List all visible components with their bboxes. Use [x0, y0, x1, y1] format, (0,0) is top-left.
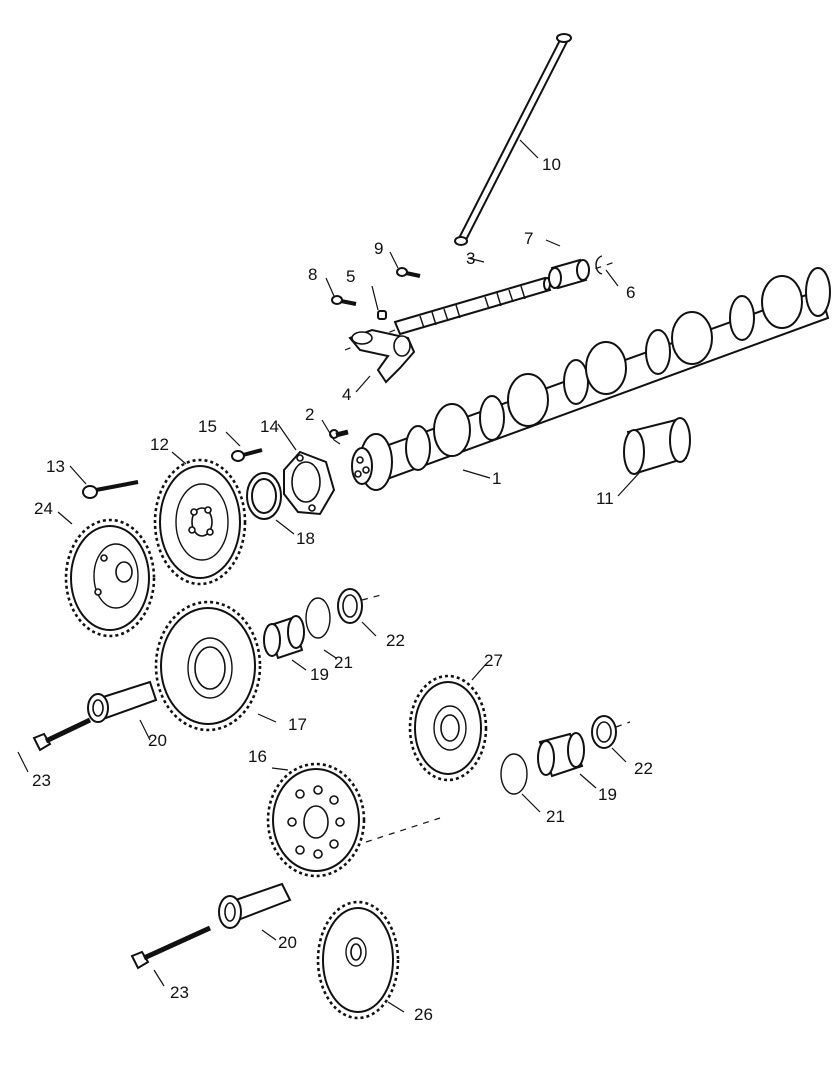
callout-7: 7 — [524, 229, 533, 248]
screw-15 — [231, 448, 263, 462]
snap-ring-21-lower — [500, 753, 528, 795]
screw-13 — [82, 480, 139, 499]
callout-12: 12 — [150, 435, 169, 454]
callout-labels: 10 1 2 3 4 5 6 7 8 9 11 12 13 14 15 16 1… — [32, 155, 653, 1024]
callout-2: 2 — [305, 405, 314, 424]
idler-gear-16 — [266, 762, 441, 878]
shim-ring — [246, 472, 282, 520]
callout-21-lower: 21 — [546, 807, 565, 826]
callout-5: 5 — [346, 267, 355, 286]
callout-19-lower: 19 — [598, 785, 617, 804]
callout-13: 13 — [46, 457, 65, 476]
screw-8 — [331, 295, 357, 306]
camshaft-gear — [153, 458, 247, 586]
idler-hub-20-upper — [87, 680, 158, 723]
callout-20-lower: 20 — [278, 933, 297, 952]
rocker-shaft — [344, 261, 616, 351]
callout-17: 17 — [288, 715, 307, 734]
callout-24: 24 — [34, 499, 53, 518]
gear-27 — [408, 674, 488, 782]
gear-24 — [64, 518, 156, 638]
screw-9 — [396, 267, 421, 278]
gear-26 — [316, 900, 400, 1020]
circlip — [595, 255, 603, 275]
thrust-plate — [283, 450, 336, 516]
camshaft-bush — [623, 417, 691, 475]
callout-23-lower: 23 — [170, 983, 189, 1002]
leader-lines — [17, 139, 641, 1013]
rocker-support — [348, 328, 416, 384]
callout-11: 11 — [596, 489, 614, 508]
callout-23-upper: 23 — [32, 771, 51, 790]
push-rod — [454, 33, 572, 246]
callout-1: 1 — [492, 469, 501, 488]
callout-19-upper: 19 — [310, 665, 329, 684]
callout-22-lower: 22 — [634, 759, 653, 778]
bushing-19-lower — [537, 732, 585, 778]
callout-20-upper: 20 — [148, 731, 167, 750]
callout-15: 15 — [198, 417, 217, 436]
bushing-19-upper — [263, 615, 305, 660]
rocker-bushing — [548, 258, 590, 290]
callout-16: 16 — [248, 747, 267, 766]
thrust-washer-22-upper — [337, 588, 386, 624]
bolt-23-lower — [130, 925, 212, 970]
callout-10: 10 — [542, 155, 561, 174]
callout-3: 3 — [466, 249, 475, 268]
callout-9: 9 — [374, 239, 383, 258]
pin-5 — [377, 310, 387, 320]
callout-8: 8 — [308, 265, 317, 284]
callout-26: 26 — [414, 1005, 433, 1024]
callout-14: 14 — [260, 417, 279, 436]
thrust-washer-22-lower — [591, 715, 631, 749]
callout-6: 6 — [626, 283, 635, 302]
callout-18: 18 — [296, 529, 315, 548]
bolt-23-upper — [32, 717, 92, 752]
snap-ring-21-upper — [305, 597, 331, 639]
callout-21-upper: 21 — [334, 653, 353, 672]
callout-27: 27 — [484, 651, 503, 670]
camshaft — [351, 267, 831, 491]
callout-22-upper: 22 — [386, 631, 405, 650]
idler-gear-17 — [154, 600, 262, 732]
callout-4: 4 — [342, 385, 351, 404]
idler-hub-20-lower — [218, 882, 292, 929]
